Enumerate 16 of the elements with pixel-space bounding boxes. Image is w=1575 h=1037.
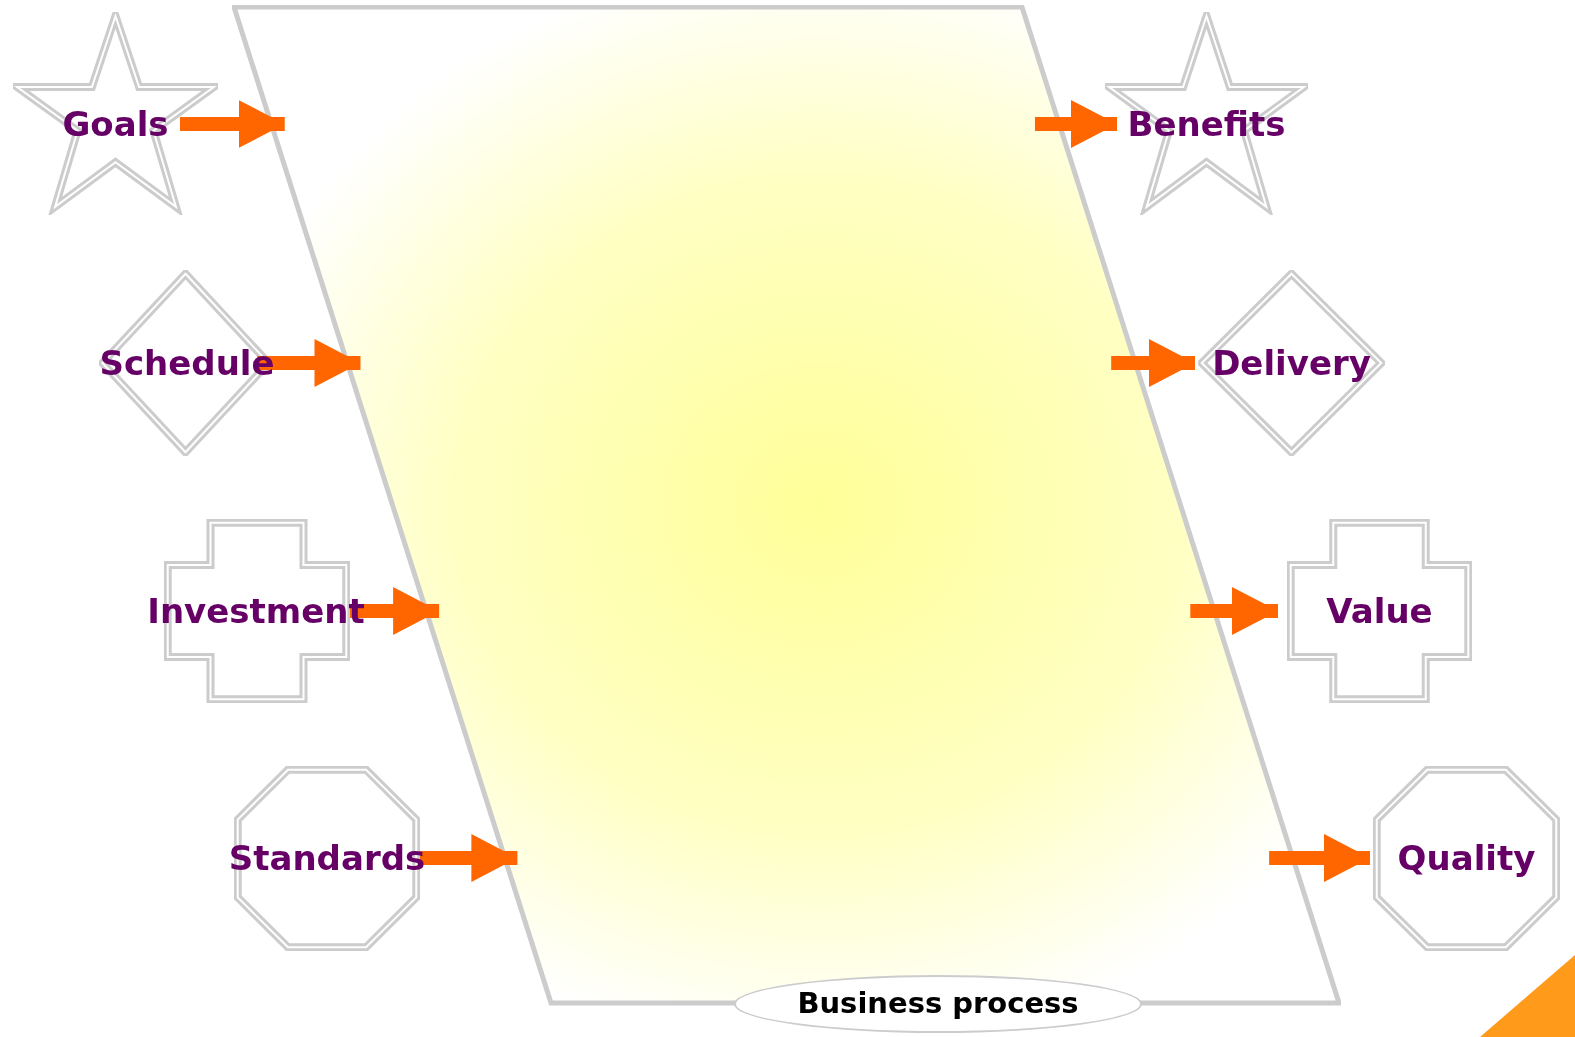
arrow — [257, 339, 361, 387]
node-label: Goals — [61, 107, 170, 141]
arrow — [1034, 100, 1117, 148]
arrow — [1269, 834, 1370, 882]
node-label: Schedule — [98, 346, 276, 380]
node-label: Benefits — [1126, 107, 1287, 141]
arrow — [350, 587, 440, 635]
node-label: Value — [1325, 594, 1434, 628]
arrow — [1190, 587, 1278, 635]
node-label: Delivery — [1211, 346, 1372, 380]
node-label: Standards — [227, 841, 427, 875]
arrow — [420, 834, 518, 882]
node-label: Investment — [146, 594, 366, 628]
arrow — [1111, 339, 1195, 387]
node-label: Quality — [1396, 841, 1537, 875]
arrow — [180, 100, 285, 148]
